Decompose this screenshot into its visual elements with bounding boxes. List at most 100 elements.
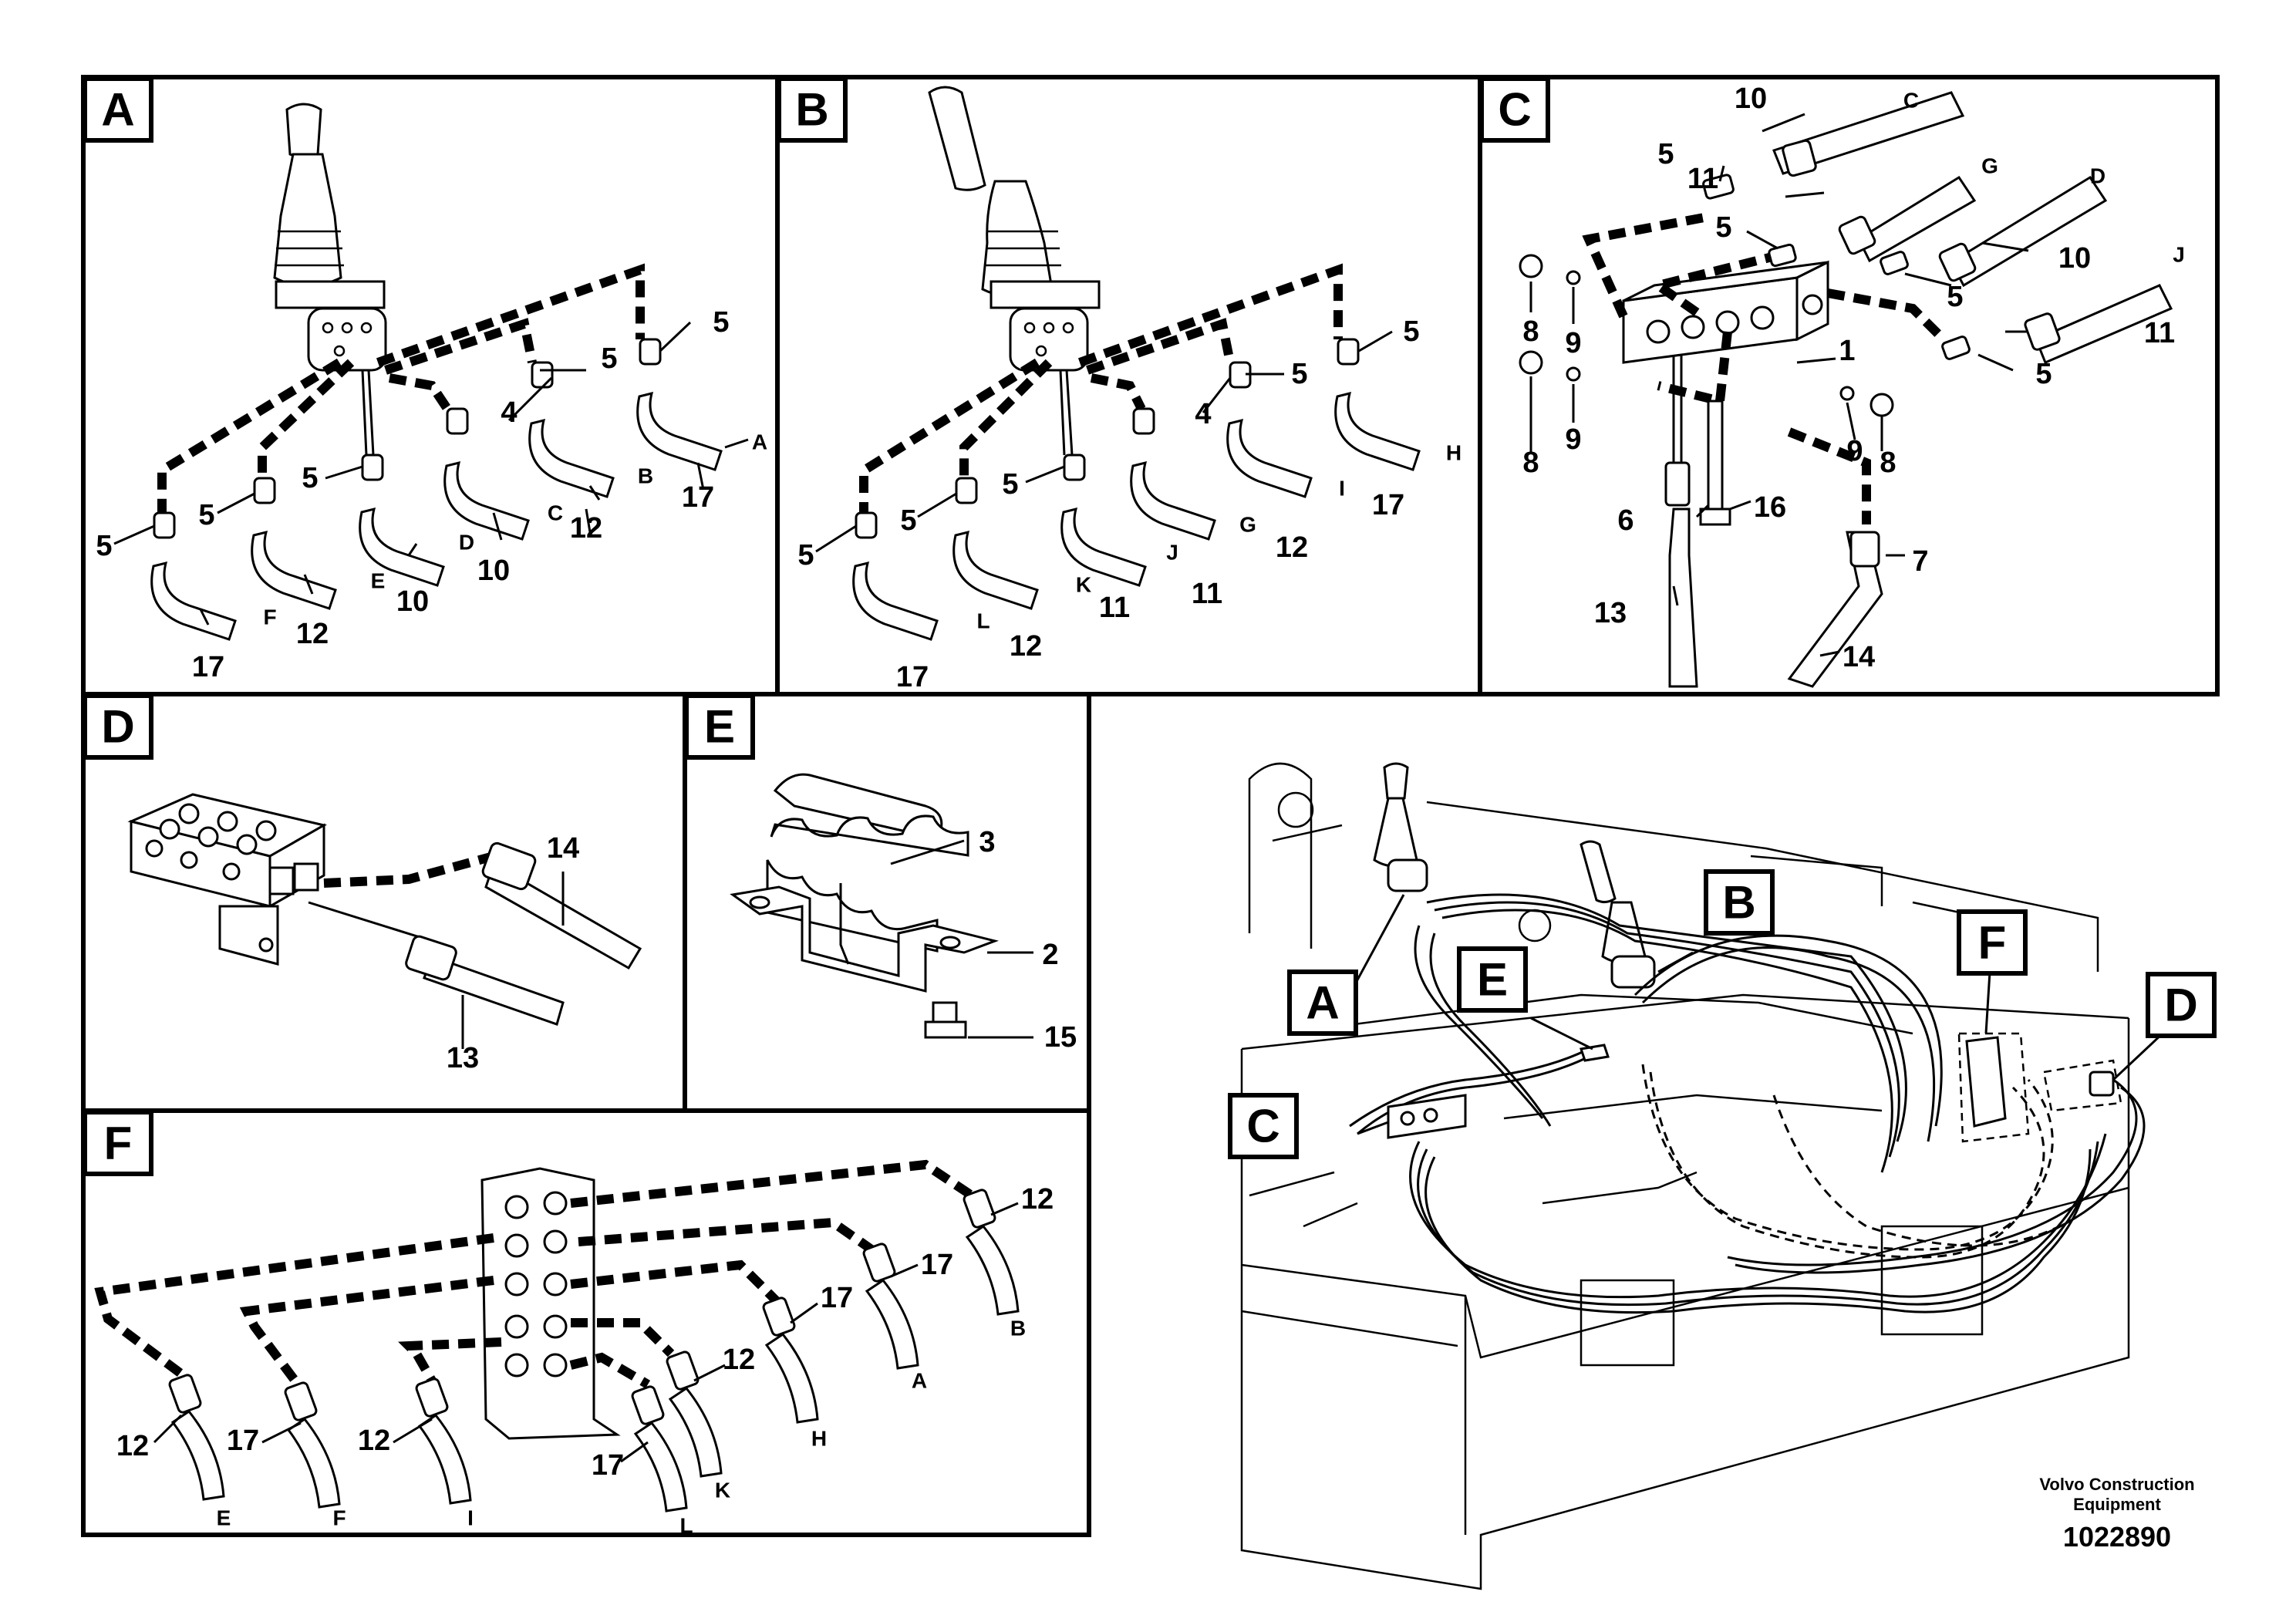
callout-17: 17 bbox=[227, 1425, 259, 1457]
callout-5: 5 bbox=[601, 342, 617, 375]
manifold-block-d bbox=[127, 793, 328, 966]
callout-5: 5 bbox=[1291, 358, 1307, 390]
letter-d: D bbox=[459, 531, 474, 555]
panel-d: D 14 13 bbox=[81, 692, 687, 1113]
panel-d-tag-box bbox=[83, 693, 153, 760]
letter-a: A bbox=[912, 1369, 927, 1393]
overview-illustration: A B C D E F bbox=[1228, 762, 2217, 1590]
callout-9: 9 bbox=[1565, 327, 1581, 359]
overview-callout-d: D bbox=[2164, 980, 2197, 1031]
joystick-a bbox=[273, 103, 387, 372]
callout-7: 7 bbox=[1912, 545, 1928, 578]
callout-4: 4 bbox=[501, 396, 517, 429]
company-name-line2: Equipment bbox=[2073, 1495, 2161, 1514]
letter-j: J bbox=[2173, 243, 2185, 267]
callout-12: 12 bbox=[570, 512, 602, 545]
letter-l: L bbox=[679, 1514, 693, 1538]
letter-k: K bbox=[715, 1479, 730, 1502]
company-name-line1: Volvo Construction bbox=[2039, 1475, 2194, 1494]
callout-12: 12 bbox=[1276, 531, 1308, 564]
panel-b-tag: B bbox=[795, 84, 828, 136]
callout-14: 14 bbox=[547, 832, 579, 865]
fittings-b bbox=[852, 338, 1421, 641]
callout-12: 12 bbox=[358, 1425, 390, 1457]
callout-5: 5 bbox=[198, 499, 214, 531]
overview-callout-d-box bbox=[2146, 972, 2217, 1038]
callout-12: 12 bbox=[1010, 630, 1042, 663]
callout-17: 17 bbox=[192, 651, 224, 683]
letter-i: I bbox=[1339, 477, 1345, 501]
callout-10: 10 bbox=[1735, 83, 1767, 115]
callout-17: 17 bbox=[1372, 489, 1404, 521]
callout-17: 17 bbox=[821, 1282, 853, 1314]
callout-5: 5 bbox=[797, 539, 814, 572]
callout-14: 14 bbox=[1843, 641, 1875, 673]
callout-9: 9 bbox=[1846, 435, 1863, 467]
letter-c: C bbox=[1903, 89, 1919, 113]
callout-17: 17 bbox=[592, 1449, 624, 1482]
letter-f: F bbox=[263, 605, 276, 629]
letter-h: H bbox=[1446, 441, 1462, 465]
overview-callout-b: B bbox=[1722, 877, 1755, 929]
panel-d-tag: D bbox=[101, 701, 134, 753]
callout-5: 5 bbox=[96, 530, 112, 562]
letter-d: D bbox=[2090, 164, 2106, 188]
panel-f-tag: F bbox=[104, 1118, 133, 1169]
letter-c: C bbox=[548, 501, 563, 525]
callout-5: 5 bbox=[1715, 211, 1731, 244]
overview-callout-b-box bbox=[1704, 869, 1775, 936]
manifold-block-c bbox=[1622, 260, 1829, 364]
letter-e: E bbox=[371, 569, 386, 593]
callout-5: 5 bbox=[302, 462, 318, 494]
fittings-f bbox=[168, 1189, 1020, 1512]
panel-c-tag: C bbox=[1498, 84, 1531, 136]
panel-f-frame bbox=[81, 1108, 1091, 1537]
callout-5: 5 bbox=[900, 504, 916, 537]
overview-callout-e: E bbox=[1477, 954, 1508, 1006]
letter-e: E bbox=[217, 1506, 231, 1530]
panel-f: F bbox=[81, 1108, 1091, 1538]
callout-5: 5 bbox=[1947, 281, 1963, 313]
overview-callout-c-box bbox=[1228, 1093, 1299, 1159]
callout-5: 5 bbox=[1002, 468, 1018, 501]
panel-b: B 5 bbox=[775, 75, 1482, 696]
document-number: 1022890 bbox=[2063, 1521, 2171, 1553]
callout-11: 11 bbox=[2144, 317, 2175, 349]
panel-e-tag: E bbox=[704, 701, 735, 753]
panel-a-tag-box bbox=[83, 76, 153, 143]
callout-11: 11 bbox=[1099, 592, 1130, 624]
callout-17: 17 bbox=[896, 661, 929, 693]
callout-9: 9 bbox=[1565, 423, 1581, 456]
overview-callout-e-box bbox=[1457, 946, 1528, 1013]
callout-12: 12 bbox=[296, 618, 329, 650]
callout-10: 10 bbox=[477, 555, 510, 587]
panel-f-tag-box bbox=[83, 1110, 153, 1176]
panel-a-tag: A bbox=[101, 84, 134, 136]
callout-11: 11 bbox=[1687, 163, 1718, 195]
panel-c-tag-box bbox=[1479, 76, 1550, 143]
callout-1: 1 bbox=[1839, 335, 1855, 367]
callout-5: 5 bbox=[713, 306, 729, 339]
panel-c-frame bbox=[1478, 75, 2220, 696]
callout-12: 12 bbox=[723, 1344, 755, 1376]
letter-g: G bbox=[1981, 154, 1998, 178]
letter-b: B bbox=[638, 464, 653, 488]
letter-a: A bbox=[752, 430, 767, 454]
overview-callout-a-box bbox=[1287, 969, 1358, 1036]
letter-b: B bbox=[1010, 1317, 1026, 1340]
overview-callout-f: F bbox=[1978, 917, 2007, 969]
panel-a: A bbox=[81, 75, 780, 696]
letter-h: H bbox=[811, 1427, 827, 1451]
joystick-b bbox=[928, 86, 1101, 372]
callout-12: 12 bbox=[1021, 1183, 1054, 1216]
callout-17: 17 bbox=[921, 1249, 953, 1281]
callout-11: 11 bbox=[1192, 578, 1222, 610]
callout-4: 4 bbox=[1195, 398, 1211, 430]
callout-5: 5 bbox=[1403, 315, 1419, 348]
callout-8: 8 bbox=[1522, 447, 1539, 479]
callout-3: 3 bbox=[979, 826, 995, 858]
callout-5: 5 bbox=[2035, 358, 2052, 390]
panel-e-tag-box bbox=[684, 693, 755, 760]
callout-6: 6 bbox=[1617, 504, 1633, 537]
